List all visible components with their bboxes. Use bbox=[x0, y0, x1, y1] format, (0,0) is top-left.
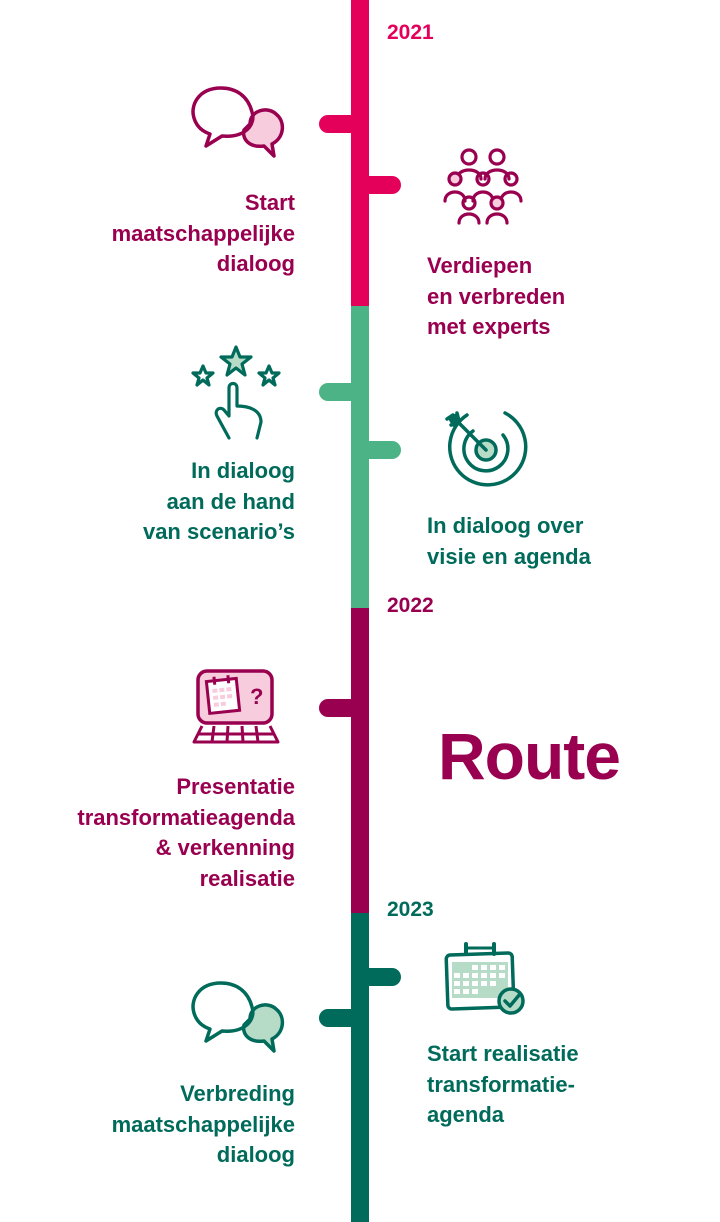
target-arrow-icon bbox=[445, 411, 528, 487]
timeline-segment-2022 bbox=[351, 608, 369, 913]
year-label-2022: 2022 bbox=[387, 594, 434, 617]
milestone-label: In dialoog aan de hand van scenario’s bbox=[142, 458, 295, 544]
milestone-label: Presentatie transformatieagenda & verken… bbox=[77, 774, 295, 891]
hand-stars-rating-icon bbox=[191, 345, 281, 440]
timeline-segment-2021 bbox=[351, 0, 369, 306]
people-group-icon bbox=[443, 148, 523, 225]
timeline-tick bbox=[319, 699, 369, 717]
timeline-tick bbox=[351, 968, 401, 986]
calendar-check-icon bbox=[444, 942, 525, 1015]
milestone-label: Start maatschappelijke dialoog bbox=[111, 190, 295, 276]
timeline-tick bbox=[351, 441, 401, 459]
timeline-segment-2023 bbox=[351, 913, 369, 1222]
milestone-label: In dialoog over visie en agenda bbox=[427, 513, 591, 569]
milestone-label: Verdiepen en verbreden met experts bbox=[427, 253, 566, 339]
milestone-label: Start realisatie transformatie- agenda bbox=[427, 1041, 579, 1127]
page-title: Route bbox=[438, 719, 621, 793]
year-label-2023: 2023 bbox=[387, 898, 434, 921]
timeline-tick bbox=[351, 176, 401, 194]
speech-bubbles-icon bbox=[191, 86, 285, 158]
svg-text:?: ? bbox=[250, 684, 263, 709]
timeline-tick bbox=[319, 383, 369, 401]
laptop-calendar-question-icon: ? bbox=[192, 669, 280, 744]
speech-bubbles-icon bbox=[191, 981, 285, 1053]
timeline-tick bbox=[319, 115, 369, 133]
timeline-tick bbox=[319, 1009, 369, 1027]
milestone-label: Verbreding maatschappelijke dialoog bbox=[111, 1081, 295, 1167]
year-label-2021: 2021 bbox=[387, 21, 434, 44]
